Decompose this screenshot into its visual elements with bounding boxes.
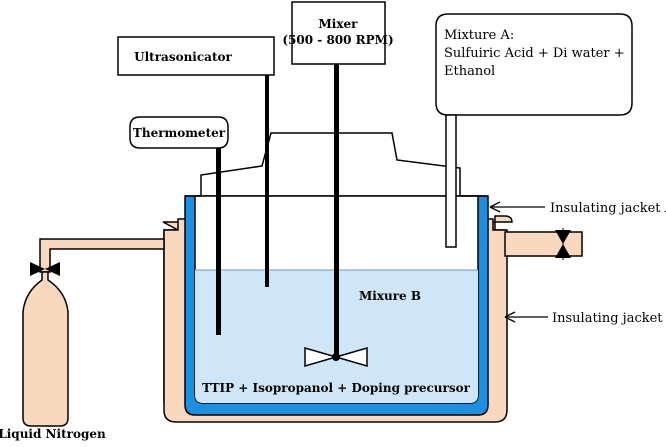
bowtie-valve-icon	[555, 228, 571, 260]
ultrasonicator-box	[117, 36, 275, 76]
mixture-a-box	[435, 13, 633, 116]
nitrogen-valve-icon	[30, 262, 60, 276]
liquid-nitrogen-label: Liquid Nitrogen	[0, 427, 106, 441]
mixer-box	[291, 1, 386, 65]
mixture-a-title: Mixture A:	[444, 28, 514, 43]
mixture-a-feed-tube	[445, 114, 457, 248]
jacket-b-arrow	[504, 311, 548, 323]
insulating-jacket-b-label: Insulating jacket B	[552, 311, 666, 326]
mixture-a-ethanol: Ethanol	[444, 64, 495, 79]
mixture-a-components: Sulfuiric Acid + Di water +	[444, 46, 625, 61]
insulating-jacket-a-label: Insulating jacket A	[550, 201, 666, 216]
ultrasonicator-probe	[265, 75, 269, 287]
jacket-a-arrow	[489, 201, 545, 213]
outlet-pipe	[504, 231, 583, 257]
nitrogen-pipe	[39, 238, 165, 273]
impeller-icon	[304, 347, 368, 367]
mixer-shaft	[334, 64, 339, 354]
thermometer-label: Thermometer	[133, 126, 226, 140]
solution-contents-label: TTIP + Isopropanol + Doping precursor	[202, 381, 471, 395]
mixture-b-label: Mixure B	[359, 289, 421, 303]
mixer-label: Mixer	[319, 17, 359, 31]
mixer-rpm-label: (500 - 800 RPM)	[282, 33, 393, 47]
liquid-nitrogen-cylinder	[22, 271, 69, 427]
vessel-lid	[200, 132, 461, 196]
thermometer-probe	[216, 148, 221, 335]
ultrasonicator-label: Ultrasonicator	[134, 50, 232, 64]
